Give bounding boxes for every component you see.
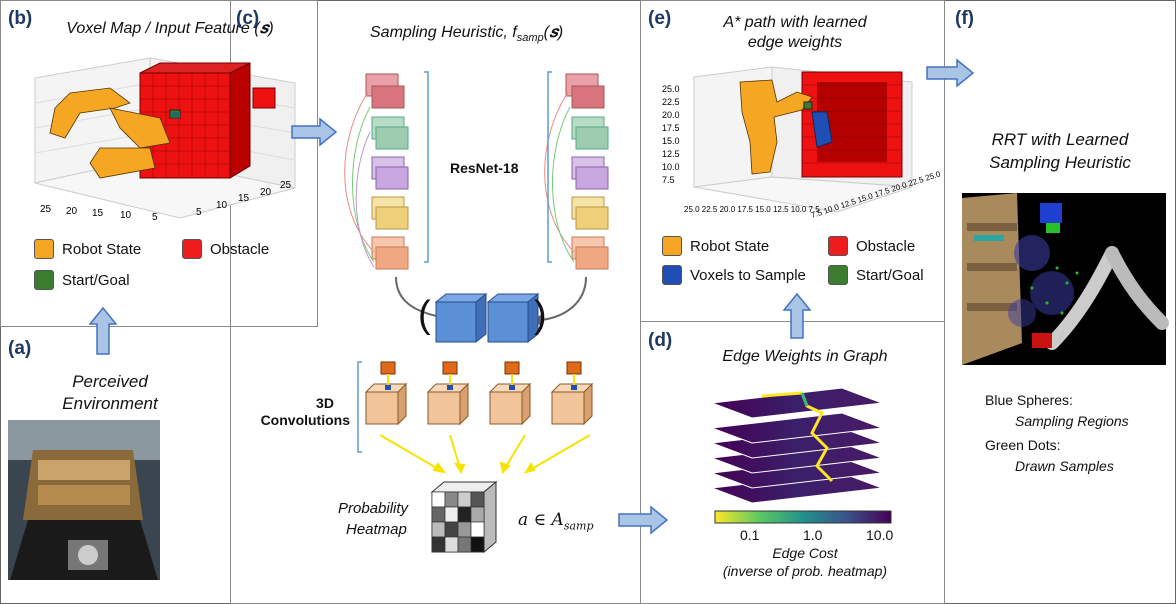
tick-b-l0: 25 xyxy=(40,204,52,215)
swatch-e-voxels xyxy=(662,265,682,285)
colorbar xyxy=(714,510,892,524)
panel-a-title-1: Perceived xyxy=(72,372,148,391)
legend-e-robot-label: Robot State xyxy=(690,237,770,255)
legend-b-startgoal: Start/Goal xyxy=(34,270,130,290)
conv-to-heatmap-arrows xyxy=(379,434,591,475)
cbar-tick-2: 10.0 xyxy=(866,527,894,543)
legend-b-robot: Robot State xyxy=(34,239,141,259)
cbar-tick-0: 0.1 xyxy=(740,527,760,543)
legend-b-obstacle-label: Obstacle xyxy=(210,240,270,258)
heatmap-label-1: Probability xyxy=(338,500,409,517)
conv-cubes xyxy=(364,361,594,426)
tick-b-r3: 20 xyxy=(260,187,272,198)
panel-b-frame xyxy=(0,0,318,327)
tick-e-z5: 12.5 xyxy=(662,149,680,159)
panel-d-tag: (d) xyxy=(648,330,673,351)
resnet-stack-left xyxy=(344,73,409,270)
swatch-robot xyxy=(34,239,54,259)
tick-b-l3: 10 xyxy=(120,210,132,221)
paren-close: ) xyxy=(534,294,547,336)
probability-heatmap-cube xyxy=(430,480,498,554)
legend-b-robot-label: Robot State xyxy=(62,240,142,258)
panel-e-title-1: A* path with learned xyxy=(723,14,867,31)
cbar-label-2: (inverse of prob. heatmap) xyxy=(722,563,888,579)
panel-f-title-1: RRT with Learned xyxy=(991,130,1129,149)
tick-e-z3: 17.5 xyxy=(662,123,680,133)
resnet-label: ResNet-18 xyxy=(450,160,519,176)
rrt-render xyxy=(962,193,1169,365)
legend-e-obstacle: Obstacle xyxy=(828,236,915,256)
environment-photo xyxy=(8,420,160,580)
panel-c-tag: (c) xyxy=(236,8,260,29)
tick-b-r0: 5 xyxy=(196,207,202,218)
conv-label-1: 3D xyxy=(316,395,334,411)
cbar-label-1: Edge Cost xyxy=(772,545,838,561)
legend-b-startgoal-label: Start/Goal xyxy=(62,271,130,289)
conv-label-2: Convolutions xyxy=(260,412,350,428)
tick-b-l1: 20 xyxy=(66,206,78,217)
voxel-map-plot: 25 20 15 10 5 5 10 15 20 25 xyxy=(34,57,296,223)
legend-e-startgoal: Start/Goal xyxy=(828,265,924,285)
panel-b-title: Voxel Map / Input Feature (𝒔) xyxy=(66,20,274,37)
green-dots-desc: Drawn Samples xyxy=(1015,458,1114,474)
swatch-obstacle xyxy=(182,239,202,259)
panel-e-title-2: edge weights xyxy=(747,34,843,51)
action-label: a ∈ Asamp xyxy=(518,510,594,532)
arrow-b-to-c xyxy=(291,117,338,147)
legend-b-obstacle: Obstacle xyxy=(182,239,269,259)
tick-e-z2: 20.0 xyxy=(662,110,680,120)
tick-e-z7: 7.5 xyxy=(662,175,675,185)
tick-e-z4: 15.0 xyxy=(662,136,680,146)
tick-e-x: 25.0 22.5 20.0 17.5 15.0 12.5 10.0 7.5 xyxy=(684,205,820,214)
tick-b-r4: 25 xyxy=(280,180,292,191)
cbar-tick-1: 1.0 xyxy=(803,527,823,543)
arrow-c-to-d xyxy=(618,505,669,535)
action-text: a ∈ A xyxy=(518,510,564,530)
swatch-e-obstacle xyxy=(828,236,848,256)
tick-b-r1: 10 xyxy=(216,200,228,211)
panel-f-title-2: Sampling Heuristic xyxy=(989,153,1131,172)
arrow-to-f xyxy=(926,58,975,88)
panel-c-title-sub: samp xyxy=(516,32,544,45)
tick-e-z6: 10.0 xyxy=(662,162,680,172)
blue-spheres-desc: Sampling Regions xyxy=(1015,413,1129,429)
panel-e-tag: (e) xyxy=(648,8,672,29)
panel-d-title: Edge Weights in Graph xyxy=(722,348,888,365)
resnet-diagram xyxy=(344,71,609,453)
green-dots-title: Green Dots: xyxy=(985,437,1061,453)
legend-e-robot: Robot State xyxy=(662,236,769,256)
legend-e-obstacle-label: Obstacle xyxy=(856,237,916,255)
paren-open: ( xyxy=(418,294,431,336)
blue-spheres-title: Blue Spheres: xyxy=(985,392,1073,408)
tick-b-l4: 5 xyxy=(152,212,158,223)
panel-f-tag: (f) xyxy=(955,8,974,29)
legend-e-voxels: Voxels to Sample xyxy=(662,265,806,285)
action-sub: samp xyxy=(563,519,594,533)
tick-b-r2: 15 xyxy=(238,193,250,204)
panel-c-title-text: Sampling Heuristic, f xyxy=(370,24,517,41)
swatch-e-robot xyxy=(662,236,682,256)
swatch-e-startgoal xyxy=(828,265,848,285)
panel-c-title-arg: (𝒔) xyxy=(543,24,564,41)
tick-e-z0: 25.0 xyxy=(662,84,680,94)
tick-e-z1: 22.5 xyxy=(662,97,680,107)
tick-b-l2: 15 xyxy=(92,208,104,219)
legend-e-voxels-label: Voxels to Sample xyxy=(690,266,806,284)
panel-a-tag: (a) xyxy=(8,338,32,359)
edge-weight-layers xyxy=(711,387,883,504)
astar-path-plot: 25.0 22.5 20.0 17.5 15.0 12.5 10.0 7.5 2… xyxy=(662,66,942,220)
swatch-startgoal xyxy=(34,270,54,290)
panel-c-title: Sampling Heuristic, fsamp(𝒔) xyxy=(370,24,563,44)
legend-e-startgoal-label: Start/Goal xyxy=(856,266,924,284)
panel-a-title-2: Environment xyxy=(62,394,158,413)
feature-cubes xyxy=(434,292,540,344)
resnet-stack-right xyxy=(544,73,609,270)
panel-b-tag: (b) xyxy=(8,8,33,29)
heatmap-label-2: Heatmap xyxy=(346,521,407,538)
arrow-d-to-e xyxy=(782,292,812,339)
up-arrow-a-to-b xyxy=(88,306,118,355)
